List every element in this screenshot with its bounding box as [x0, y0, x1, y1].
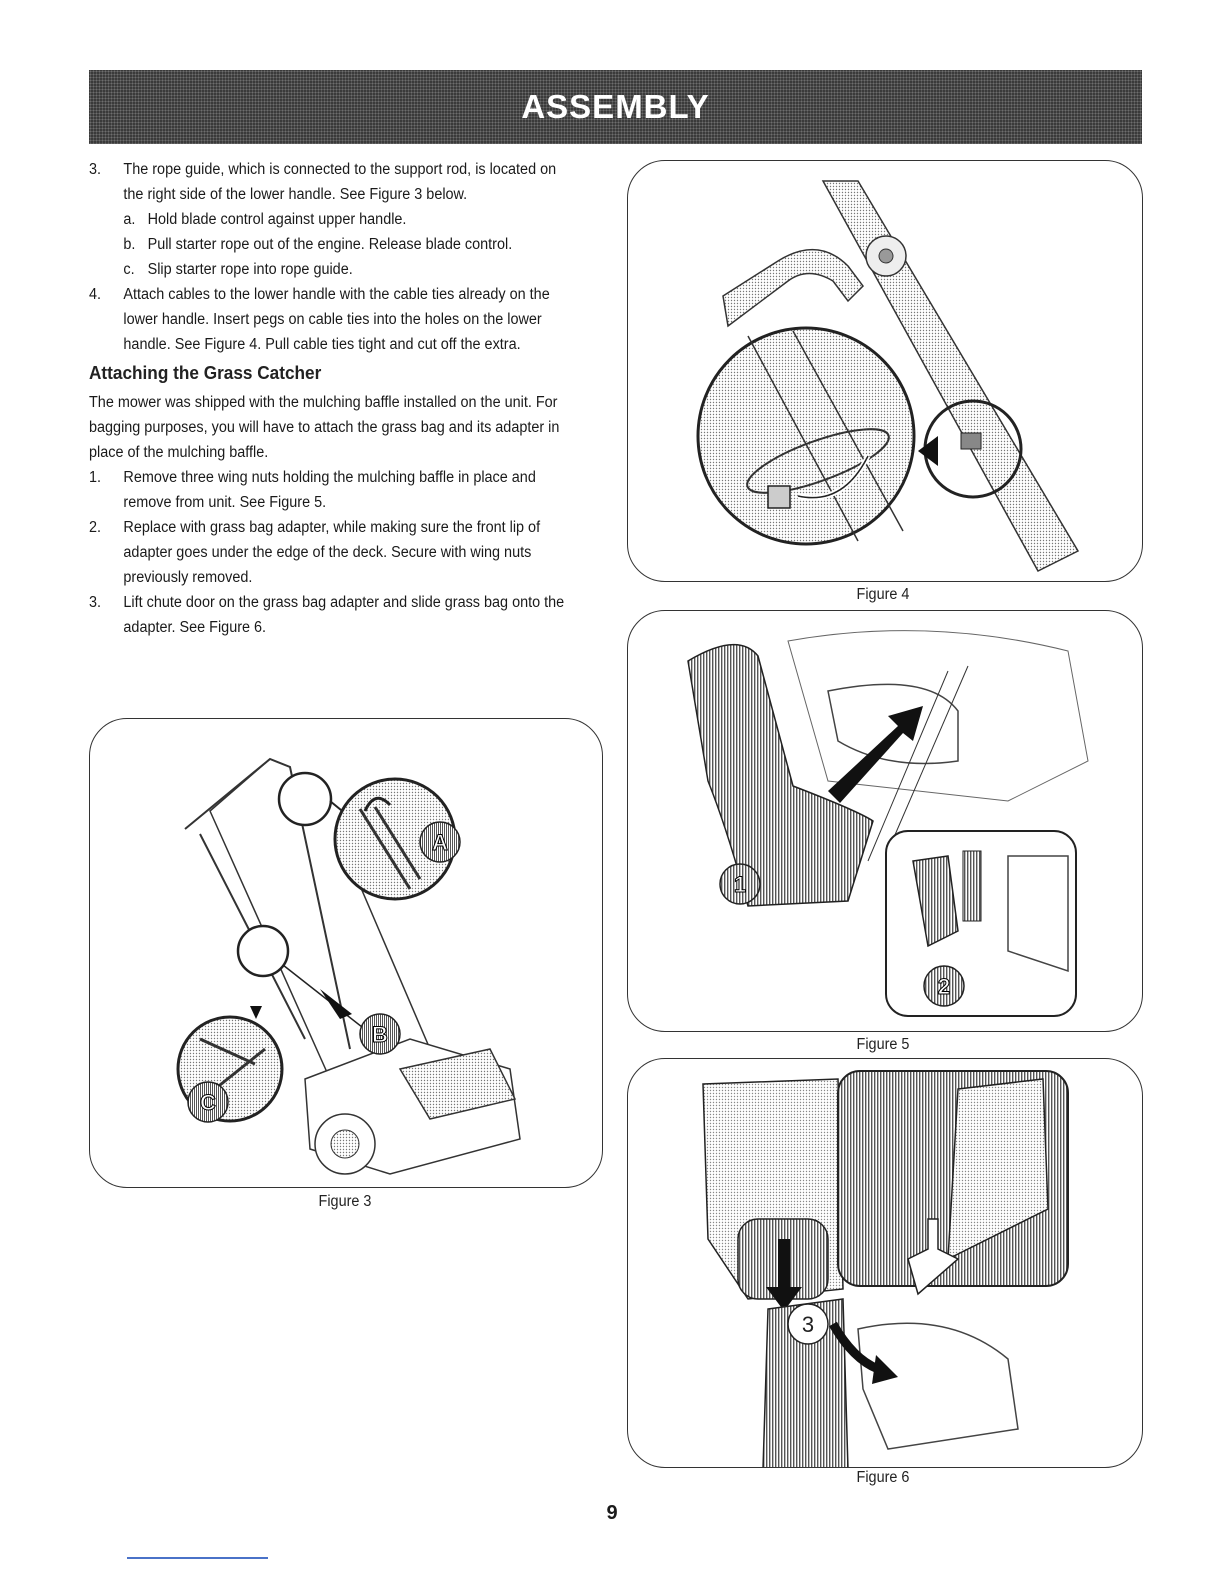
figure-5-frame: 1 2 — [627, 610, 1143, 1032]
substep-a: a. Hold blade control against upper hand… — [89, 207, 573, 232]
substep-text: Pull starter rope out of the engine. Rel… — [147, 236, 513, 253]
step-4-cables: 4. Attach cables to the lower handle wit… — [89, 282, 573, 357]
callout-3-badge — [787, 1303, 829, 1345]
callout-a-badge — [419, 821, 461, 863]
step-text: The rope guide, which is connected to th… — [123, 161, 557, 203]
step-number: 1. — [89, 469, 102, 486]
header-banner: ASSEMBLY — [89, 70, 1142, 144]
page-number: 9 — [606, 1502, 618, 1524]
callout-3-label: 3 — [802, 1312, 814, 1337]
figure-5-illustration: 1 2 — [687, 630, 1089, 1017]
callout-c-label: C — [200, 1090, 216, 1115]
substep-text: Hold blade control against upper handle. — [147, 211, 407, 228]
step-1-remove-baffle: 1. Remove three wing nuts holding the mu… — [89, 465, 573, 515]
callout-b-badge — [359, 1013, 401, 1055]
callout-2-label: 2 — [938, 974, 950, 999]
figure-6-caption: Figure 6 — [856, 1469, 910, 1486]
figure-6-frame: 3 — [627, 1058, 1143, 1468]
section-intro: The mower was shipped with the mulching … — [89, 394, 560, 461]
substep-letter: a. — [123, 211, 136, 228]
instructions-column: 3. The rope guide, which is connected to… — [89, 157, 573, 640]
figure-6-illustration: 3 — [702, 1070, 1069, 1467]
substep-letter: b. — [123, 236, 136, 253]
callout-a-label: A — [432, 830, 448, 855]
figure-3-illustration: A B C — [176, 757, 521, 1175]
figure-3-caption: Figure 3 — [318, 1193, 372, 1210]
step-number: 4. — [89, 286, 102, 303]
step-text: Replace with grass bag adapter, while ma… — [123, 519, 541, 586]
step-3-grass-bag: 3. Lift chute door on the grass bag adap… — [89, 590, 573, 640]
figure-5-caption: Figure 5 — [856, 1036, 910, 1053]
figure-4-illustration — [696, 180, 1080, 572]
substep-text: Slip starter rope into rope guide. — [147, 261, 353, 278]
page-title: ASSEMBLY — [521, 88, 710, 125]
step-number: 3. — [89, 161, 102, 178]
step-number: 3. — [89, 594, 102, 611]
callout-b-label: B — [372, 1022, 388, 1047]
substep-letter: c. — [123, 261, 135, 278]
substep-b: b. Pull starter rope out of the engine. … — [89, 232, 573, 257]
step-3-rope-guide: 3. The rope guide, which is connected to… — [89, 157, 573, 207]
section-heading: Attaching the Grass Catcher — [89, 362, 322, 383]
figure-3-frame: A B C — [89, 718, 603, 1188]
figure-4-frame — [627, 160, 1143, 582]
figure-4-caption: Figure 4 — [856, 586, 910, 603]
footer-rule — [127, 1557, 268, 1559]
step-number: 2. — [89, 519, 102, 536]
step-text: Attach cables to the lower handle with t… — [123, 286, 550, 353]
callout-c-badge — [187, 1081, 229, 1123]
substep-c: c. Slip starter rope into rope guide. — [89, 257, 573, 282]
callout-1-label: 1 — [734, 872, 746, 897]
step-text: Lift chute door on the grass bag adapter… — [123, 594, 565, 636]
callout-1-badge — [719, 863, 761, 905]
step-text: Remove three wing nuts holding the mulch… — [123, 469, 536, 511]
step-2-replace-adapter: 2. Replace with grass bag adapter, while… — [89, 515, 573, 590]
callout-2-badge — [923, 965, 965, 1007]
